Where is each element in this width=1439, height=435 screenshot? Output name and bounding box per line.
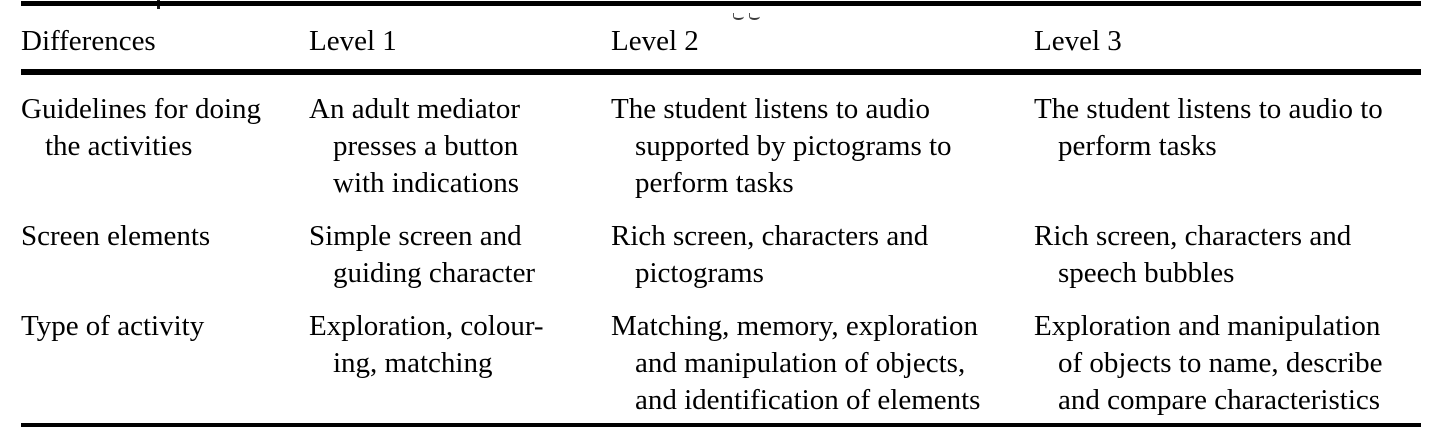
table-row: Screen elements Simple screen and guidin… [21,202,1421,292]
row-label-guidelines: Guidelines for doing the activities [21,93,262,162]
table-cell: Rich screen, characters and pictograms [611,220,929,289]
column-header-level1: Level 1 [309,3,611,75]
table-header-row: Differences Level 1 Level 2 Level 3 [21,3,1421,75]
row-label-type-of-activity: Type of activity [21,310,205,342]
table-cell: Simple screen and guiding character [309,220,536,289]
table-cell: The student listens to audio supported b… [611,93,952,199]
table-cell: Matching, memory, exploration and manipu… [611,310,981,416]
row-label-screen-elements: Screen elements [21,220,211,252]
table-cell: Rich screen, characters and speech bubbl… [1034,220,1352,289]
column-header-level2: Level 2 [611,3,1034,75]
table-cell: An adult mediator presses a button with … [309,93,521,199]
table-row: Type of activity Exploration, colour- in… [21,292,1421,425]
table-cell: Exploration and manipulation of objects … [1034,310,1383,416]
column-header-differences: Differences [21,3,309,75]
table-row: Guidelines for doing the activities An a… [21,72,1421,202]
table-cell: Exploration, colour- ing, matching [309,310,544,379]
comparison-table: Differences Level 1 Level 2 Level 3 Guid… [21,1,1421,427]
table-cell: The student listens to audio to perform … [1034,93,1383,162]
column-header-level3: Level 3 [1034,3,1421,75]
